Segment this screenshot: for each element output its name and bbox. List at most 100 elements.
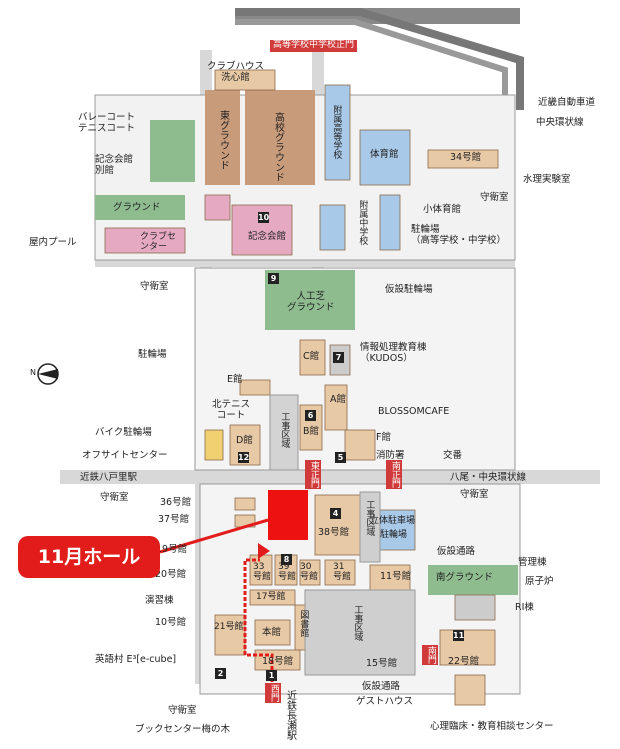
shobosho-label: 消防署 [376,450,405,461]
fuzoku-koto-label: 附属高等学校 [331,105,342,159]
route-arrow [258,543,270,559]
building-number-8: 8 [281,554,292,565]
genshiro-label: 原子炉 [525,576,554,587]
go21-label: 21号館 [214,622,244,632]
higashi-seimon-gate: 東正門 [305,460,321,489]
shuei-label-3: 守衛室 [100,492,129,503]
building-number-7: 7 [333,352,344,363]
koji3-label: 工事区域 [352,605,363,641]
honkan-label: 本館 [262,627,282,638]
koji1-label: 工事区域 [279,412,290,448]
construction-areas [269,394,416,676]
go37-label: 37号館 [158,514,190,525]
book-label: ブックセンター梅の木 [135,724,231,735]
go31-label: 31号館 [333,562,352,583]
november-hall-callout: 11月ホール [18,536,160,578]
shinri-label: 心理臨床・教育相談センター [430,721,554,732]
building-number-6: 6 [305,410,316,421]
go38-label: 38号館 [318,527,350,538]
higashi-ground-label: 東グラウンド [217,110,229,170]
building-number-5: 5 [335,452,346,463]
bike-label: バイク駐輪場 [95,427,152,438]
grounds [95,90,518,595]
okunai-pool-label: 屋内プール [29,237,77,248]
go17-label: 17号館 [256,592,286,602]
go18-label: 18号館 [262,656,294,667]
e-kan-label: E館 [227,374,243,385]
building-number-12: 12 [238,452,250,463]
ri-label: RI棟 [515,602,534,613]
kasetsu-tsuro-label: 仮設通路 [437,546,476,557]
churinjo2-label: 駐輪場 [380,530,408,540]
rittai-label: 立体駐車場 [370,516,416,526]
koko-ground-label: 高校グラウンド [272,112,284,182]
kita-tennis-label: 北テニス コート [212,399,251,421]
go11-label: 11号館 [380,571,412,582]
go33-label: 33号館 [253,562,272,583]
building-number-1: 1 [266,670,277,681]
go39-label: 39号館 [278,562,297,583]
b-kan-label: B館 [303,426,320,437]
minami-seimon-gate: 南正門 [386,460,402,489]
building-number-10: 10 [258,212,270,223]
kinenkan-bekkan-label: 記念会館 別館 [95,154,134,176]
building-number-4: 4 [330,508,341,519]
kanri-label: 管理棟 [518,557,547,568]
kasetsu-churinjo-label: 仮設駐輪場 [385,284,433,295]
churinjo-label: 駐輪場 [138,349,167,360]
joho-label: 情報処理教育棟 （KUDOS） [360,342,427,364]
november-hall-building [268,490,308,540]
go22-label: 22号館 [448,656,480,667]
kasetsu-tsuro2-label: 仮設通路 [362,681,401,692]
kintetsu-yao-label: 近鉄八戸里駅 [80,472,138,483]
go10-label: 10号館 [155,617,187,628]
kinen-kaikan-label: 記念会館 [248,231,287,242]
nagase-label: 近鉄長瀬駅 [284,690,296,740]
d-kan-label: D館 [236,435,253,446]
taiikukan-label: 体育館 [370,149,399,160]
guest-label: ゲストハウス [356,696,414,707]
suiri-label: 水理実験室 [523,174,571,185]
shuei-label-4: 守衛室 [460,489,489,500]
office-label: オフサイトセンター [82,450,168,461]
go34-label: 34号館 [450,152,482,163]
blossom-label: BLOSSOMCAFE [378,406,450,417]
chuo-line-label: 中央環状線 [536,117,584,128]
go19-label: 19号館 [156,544,188,555]
go30-label: 30号館 [300,562,319,583]
go20-label: 20号館 [155,569,187,580]
toshokan-label: 図書館 [298,610,309,637]
nishi-mon-gate: 西門 [265,683,281,703]
building-number-11: 11 [453,630,465,641]
north-label: N [30,368,36,377]
ground-label: グラウンド [113,202,161,213]
shuei-label-2: 守衛室 [140,281,169,292]
clubhouse-label: クラブハウス 洗心館 [207,61,265,83]
a-kan-label: A館 [330,394,346,405]
shotaiikukan-label: 小体育館 [423,204,462,215]
go36-label: 36号館 [160,497,192,508]
enshu-label: 演習棟 [145,595,174,606]
koji2-label: 工事区域 [364,500,375,536]
building-number-9: 9 [268,273,279,284]
churinjo-koto-label: 駐輪場 （高等学校・中学校） [411,224,507,246]
highlight-pointer [159,518,269,554]
building-number-2: 2 [215,668,226,679]
jinko-label: 人工芝 グラウンド [287,291,335,313]
eigomura-label: 英語村 E³[e-cube] [95,654,177,665]
shuei-label-1: 守衛室 [480,192,509,203]
north-compass [37,363,59,385]
koban-label: 交番 [443,450,463,461]
hachio-label: 八尾・中央環状線 [450,472,527,483]
f-kan-label: F館 [376,432,391,443]
club-center-label: クラブセンター [140,232,177,253]
minami-ground-label: 南グラウンド [436,572,494,583]
minami-mon-gate: 南門 [422,645,438,665]
kintetsu-car-label: 近畿自動車道 [538,97,596,108]
koto-gate-label: 高等学校中学校正門 [270,40,358,52]
shuei-label-5: 守衛室 [168,705,197,716]
go15-label: 15号館 [366,658,398,669]
fuzoku-chu-label: 附属中学校 [357,200,368,245]
volley-label: バレーコート テニスコート [78,112,136,134]
